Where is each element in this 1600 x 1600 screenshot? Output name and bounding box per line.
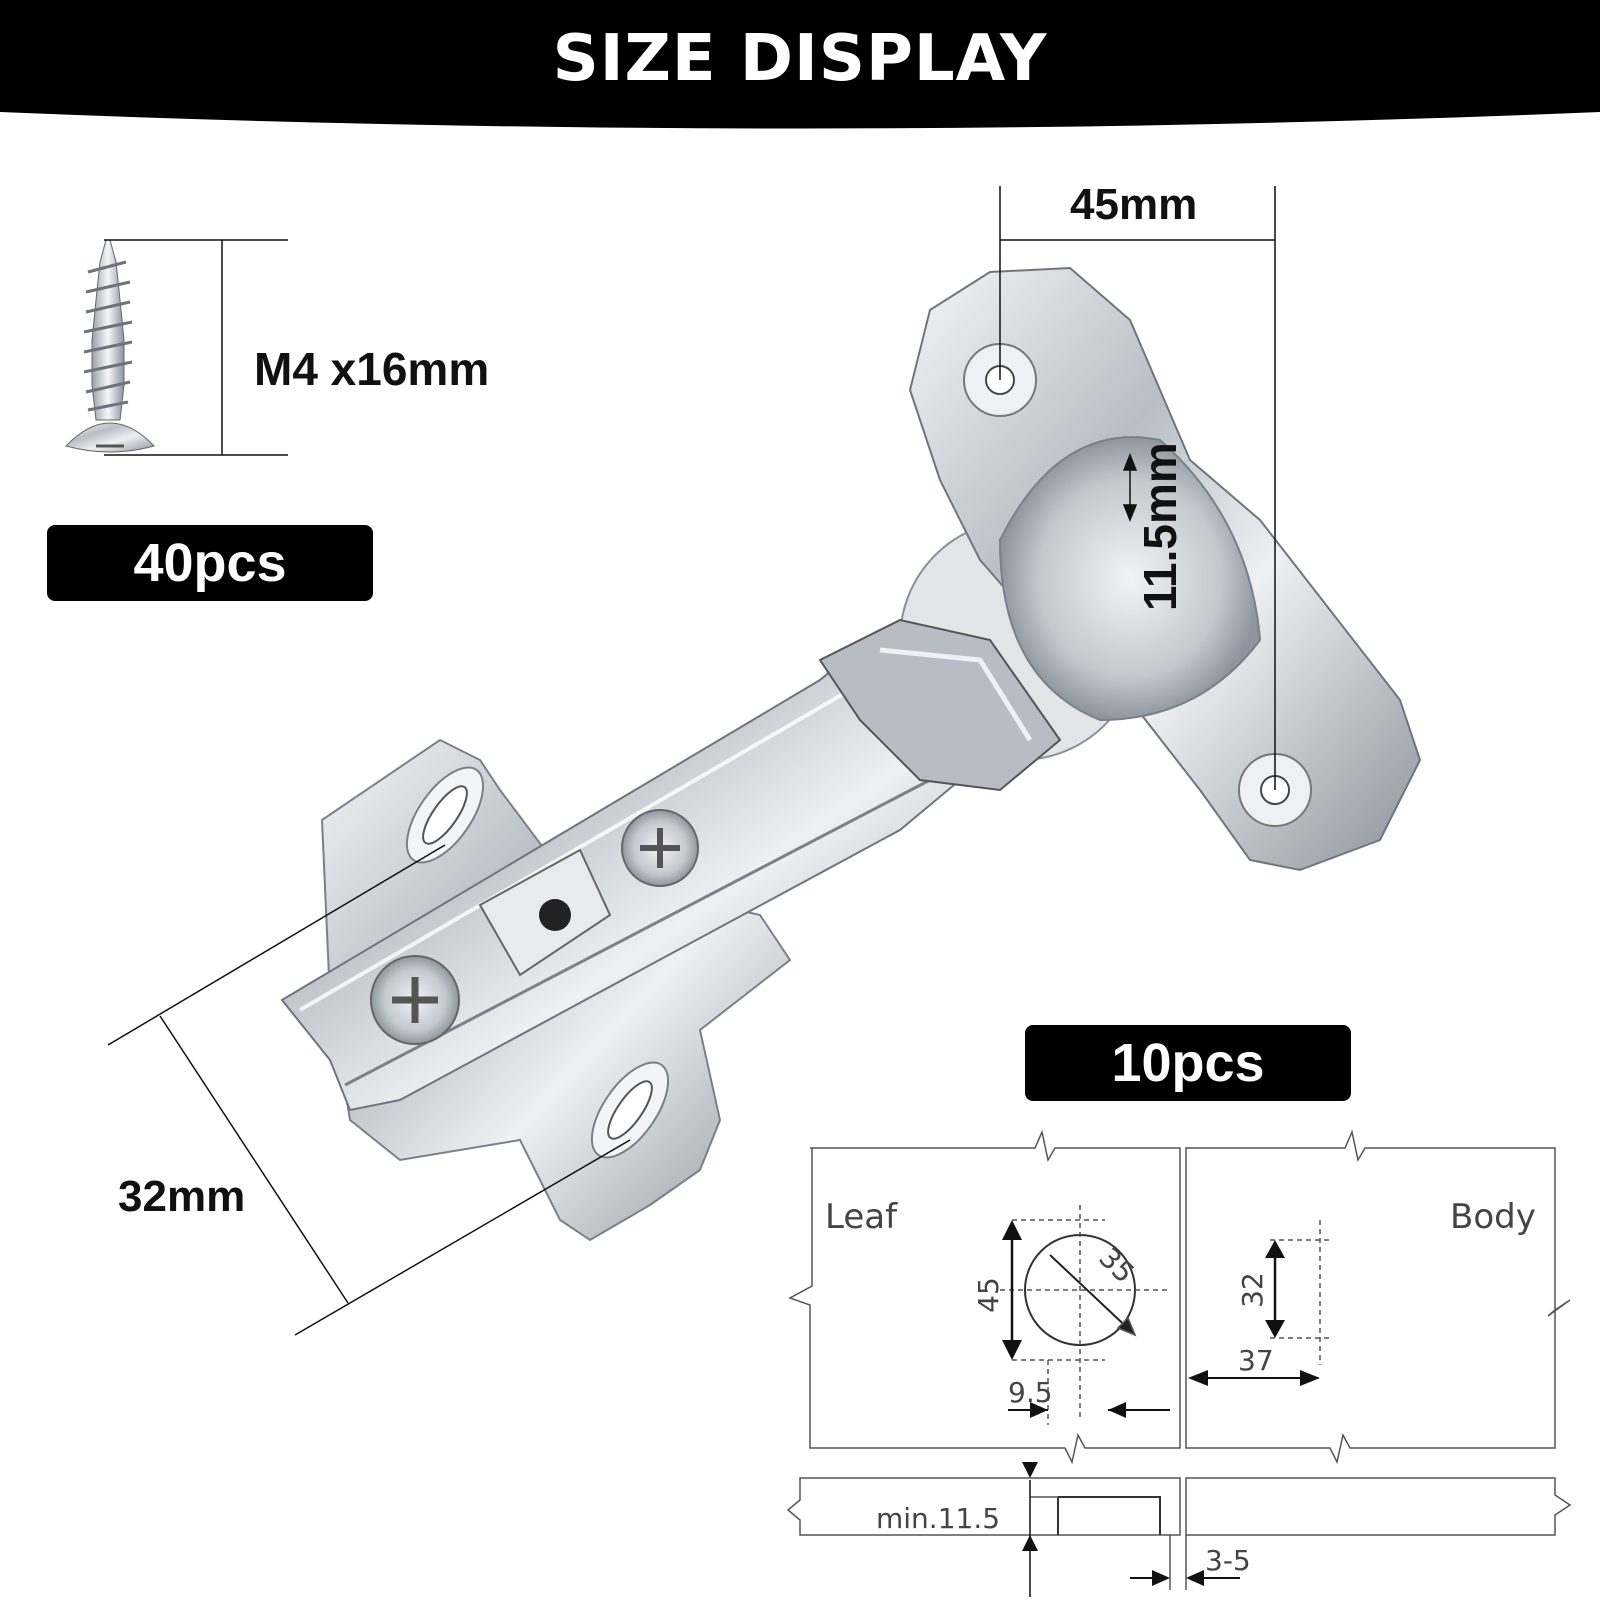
header-banner: SIZE DISPLAY [0,0,1600,140]
banner-shape [0,0,1600,129]
plate-offset-label: 37 [1238,1344,1274,1377]
hinge-quantity-badge: 10pcs [1025,1025,1351,1101]
hinge-cup-icon [818,266,1422,872]
screw-quantity-badge: 40pcs [47,525,373,601]
hole-spacing-label: 45mm [1070,180,1198,229]
mounting-drawing [786,1129,1572,1597]
page-title: SIZE DISPLAY [552,22,1048,96]
screw-dimension-lines [104,239,288,456]
plate-hole-spacing-label: 32 [1236,1272,1269,1308]
edge-distance-label: 9.5 [1008,1376,1053,1409]
min-depth-label: min.11.5 [876,1502,1000,1535]
hinge-arm-icon [280,628,962,1112]
plate-spacing-label: 32mm [118,1172,246,1221]
gap-label: 3-5 [1205,1544,1251,1577]
hinge-dimension-lines [107,186,1276,1336]
leaf-label: Leaf [825,1197,898,1237]
cup-depth-label: 11.5mm [1134,442,1186,611]
screw-size-label: M4 x16mm [254,343,490,395]
screw-icon [65,239,155,453]
body-label: Body [1450,1197,1536,1237]
leaf-hole-spacing-label: 45 [972,1277,1005,1313]
